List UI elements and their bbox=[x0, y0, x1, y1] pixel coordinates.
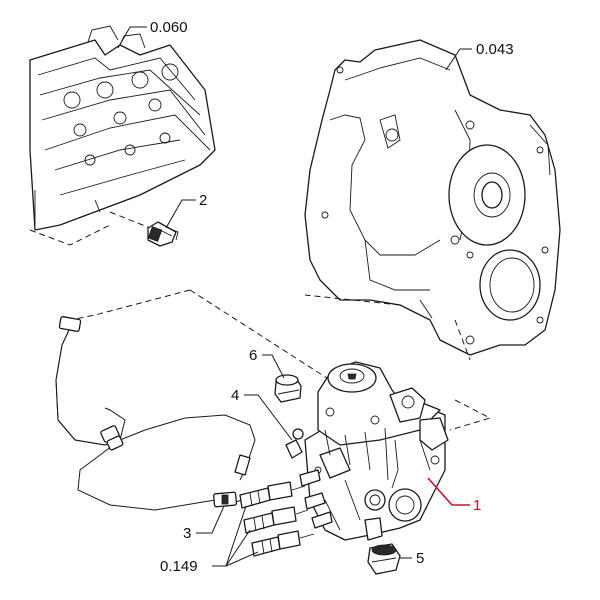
pressure-sensor-bottom[interactable] bbox=[367, 543, 401, 575]
callout-3[interactable]: 3 bbox=[183, 525, 191, 542]
callout-0149[interactable]: 0.149 bbox=[160, 558, 198, 575]
wiring-harness bbox=[55, 316, 256, 511]
callout-4[interactable]: 4 bbox=[231, 387, 239, 404]
leader-0043 bbox=[445, 48, 472, 71]
callout-5[interactable]: 5 bbox=[416, 550, 424, 567]
callout-0043[interactable]: 0.043 bbox=[476, 41, 514, 58]
leader-1 bbox=[427, 477, 470, 506]
plug-cap[interactable] bbox=[274, 374, 302, 403]
pump-right-guide bbox=[449, 399, 492, 431]
union-2[interactable] bbox=[243, 506, 297, 534]
small-fitting[interactable] bbox=[285, 428, 304, 459]
timing-housing bbox=[304, 39, 561, 356]
leader-0149-a bbox=[212, 505, 247, 567]
housing-guide-line bbox=[304, 294, 401, 306]
leader-lines bbox=[117, 26, 472, 567]
harness-guide-line bbox=[69, 289, 191, 321]
union-3[interactable] bbox=[251, 530, 301, 557]
leader-6 bbox=[262, 354, 285, 379]
leader-2 bbox=[165, 199, 196, 229]
callout-6[interactable]: 6 bbox=[249, 347, 257, 364]
callout-0060[interactable]: 0.060 bbox=[150, 19, 188, 36]
leader-0149-b bbox=[225, 529, 251, 567]
callout-labels: 0.060 0.043 2 6 4 1 3 0.149 5 bbox=[150, 19, 514, 575]
housing-guide-line-2 bbox=[454, 319, 471, 361]
head-cut-line bbox=[29, 224, 111, 246]
leader-3 bbox=[196, 505, 225, 534]
leader-4 bbox=[244, 394, 293, 441]
union-1[interactable] bbox=[239, 481, 293, 509]
callout-2[interactable]: 2 bbox=[199, 192, 207, 209]
delivery-unions[interactable] bbox=[239, 481, 315, 557]
pump-guide-line bbox=[189, 289, 331, 381]
leader-0060 bbox=[117, 26, 147, 49]
callout-1[interactable]: 1 bbox=[473, 497, 481, 514]
cylinder-head-assembly bbox=[29, 25, 216, 231]
leader-0149-c bbox=[225, 551, 259, 567]
fuel-injection-pump[interactable] bbox=[299, 361, 449, 541]
pressure-sensor-top[interactable] bbox=[147, 221, 179, 247]
